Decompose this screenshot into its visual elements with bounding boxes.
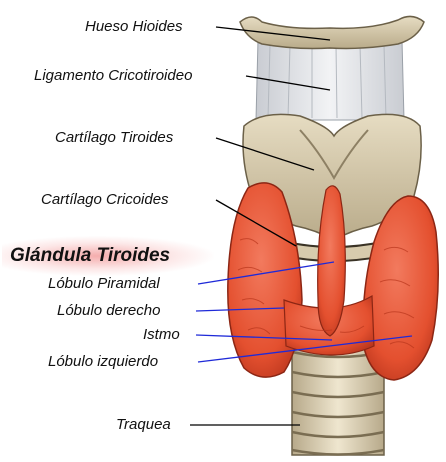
label-istmo: Istmo bbox=[143, 326, 180, 344]
label-lobulo-piramidal: Lóbulo Piramidal bbox=[48, 275, 160, 293]
diagram-title: Glándula Tiroides bbox=[10, 245, 170, 267]
ligament-membrane bbox=[256, 40, 404, 120]
label-ligamento-cricotiroideo: Ligamento Cricotiroideo bbox=[34, 67, 192, 85]
label-traquea: Traquea bbox=[116, 416, 171, 434]
label-lobulo-izquierdo: Lóbulo izquierdo bbox=[48, 353, 158, 371]
label-hueso-hioides: Hueso Hioides bbox=[85, 18, 183, 36]
label-lobulo-derecho: Lóbulo derecho bbox=[57, 302, 160, 320]
label-cartilago-cricoides: Cartílago Cricoides bbox=[41, 191, 169, 209]
label-cartilago-tiroides: Cartílago Tiroides bbox=[55, 129, 173, 147]
